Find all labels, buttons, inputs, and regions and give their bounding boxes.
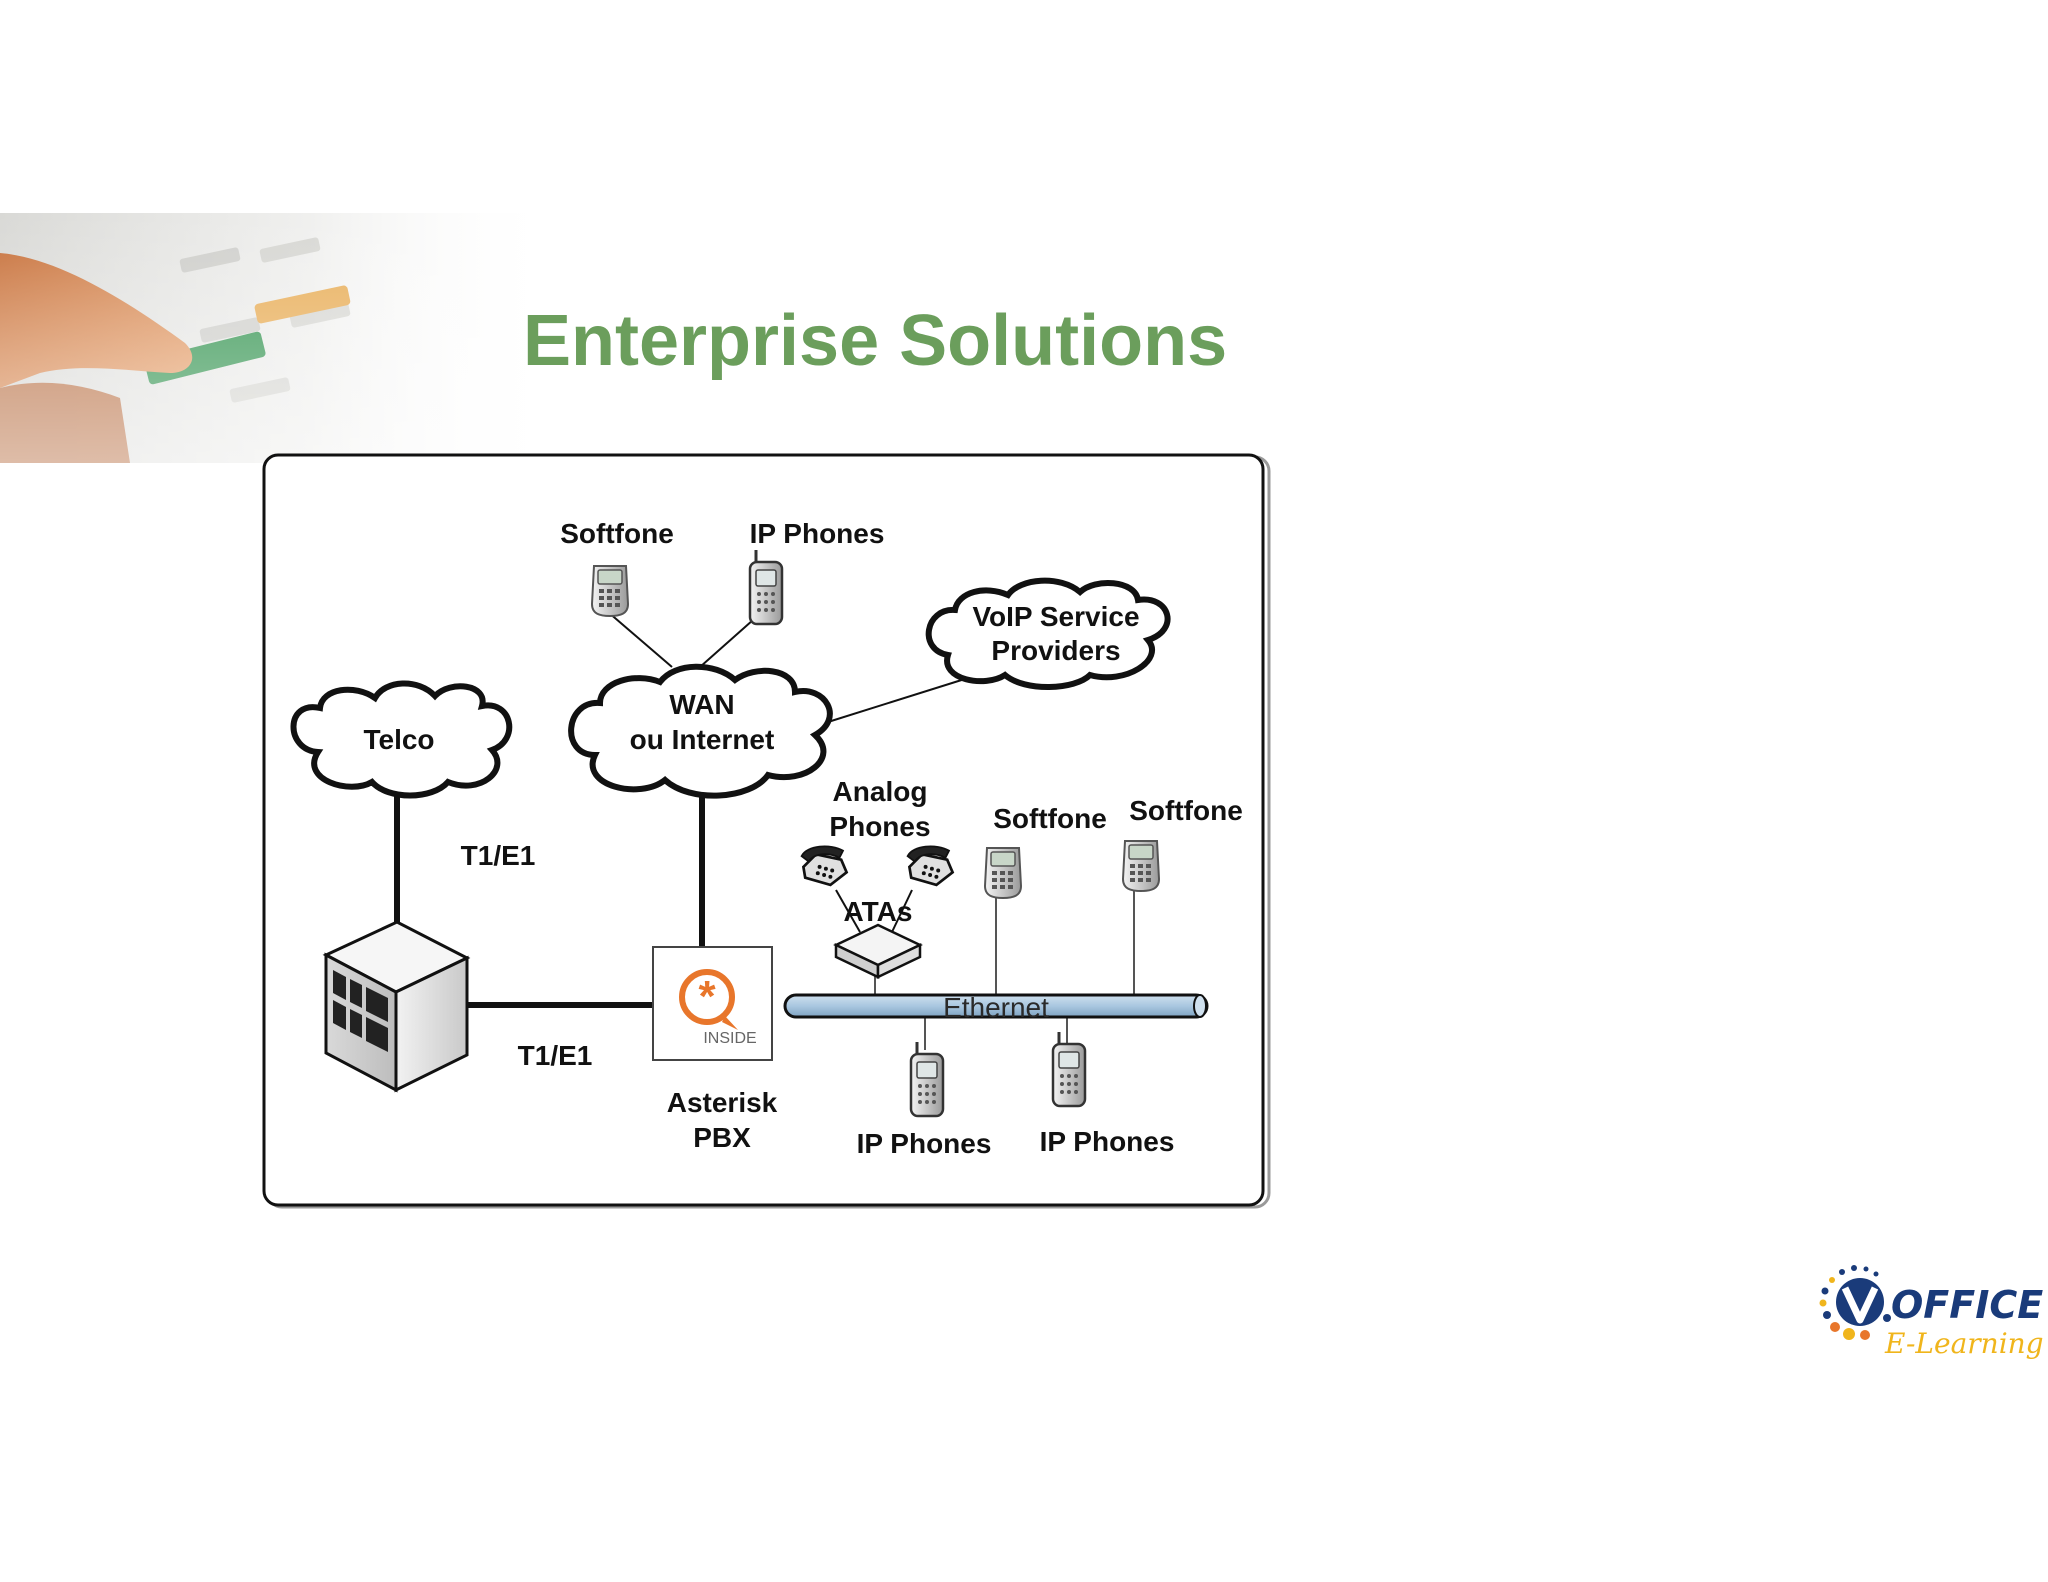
ip-phone-top-icon [748,548,784,626]
ethernet-label: Ethernet [943,992,1049,1023]
server-icon [322,920,471,1093]
ip-phones-top-label: IP Phones [750,518,885,549]
slide-title: Enterprise Solutions [523,301,1228,381]
voffice-logo: OFFICE E-Learning [1819,1265,2044,1360]
softfone-mid-label: Softfone [993,803,1107,834]
asterisk-label-line1: Asterisk [667,1087,778,1118]
voip-providers-cloud: VoIP Service Providers [925,577,1171,690]
analog-label-line2: Phones [829,811,930,842]
asterisk-pbx-icon: * INSIDE [652,946,773,1061]
asterisk-badge-text: INSIDE [703,1030,756,1047]
voip-label-line1: VoIP Service [972,601,1139,632]
asterisk-label-line2: PBX [693,1122,751,1153]
telco-label: Telco [363,724,434,755]
ethernet-bus: Ethernet [783,992,1209,1023]
ip-phones-bottom-right-label: IP Phones [1040,1126,1175,1157]
softfone-top-label: Softfone [560,518,674,549]
ip-phone-bottom-left-icon [909,1040,945,1118]
header-photo [0,213,560,463]
logo-tagline-text: E-Learning [1884,1327,2044,1360]
ip-phone-bottom-right-icon [1051,1030,1087,1108]
softfone-mid-icon [984,847,1022,899]
atas-label: ATAs [844,896,913,927]
analog-phone-left-icon [800,845,848,887]
wan-cloud: WAN ou Internet [568,663,833,799]
logo-orbit-dots [1819,1265,1879,1340]
voip-label-line2: Providers [991,635,1120,666]
ata-device-icon [833,923,923,979]
wan-label-line2: ou Internet [630,724,775,755]
softfone-right-label: Softfone [1129,795,1243,826]
telco-cloud: Telco [290,680,513,799]
t1e1-upper-label: T1/E1 [461,840,536,871]
connection-lines [394,611,1135,1050]
analog-label-line1: Analog [833,776,928,807]
softfone-right-icon [1122,840,1160,892]
logo-brand-text: OFFICE [1891,1283,2043,1327]
t1e1-lower-label: T1/E1 [518,1040,593,1071]
analog-phone-right-icon [906,845,954,887]
svg-text:*: * [698,972,716,1021]
ip-phones-bottom-left-label: IP Phones [857,1128,992,1159]
softfone-top-icon [591,565,629,617]
wan-label-line1: WAN [669,689,734,720]
